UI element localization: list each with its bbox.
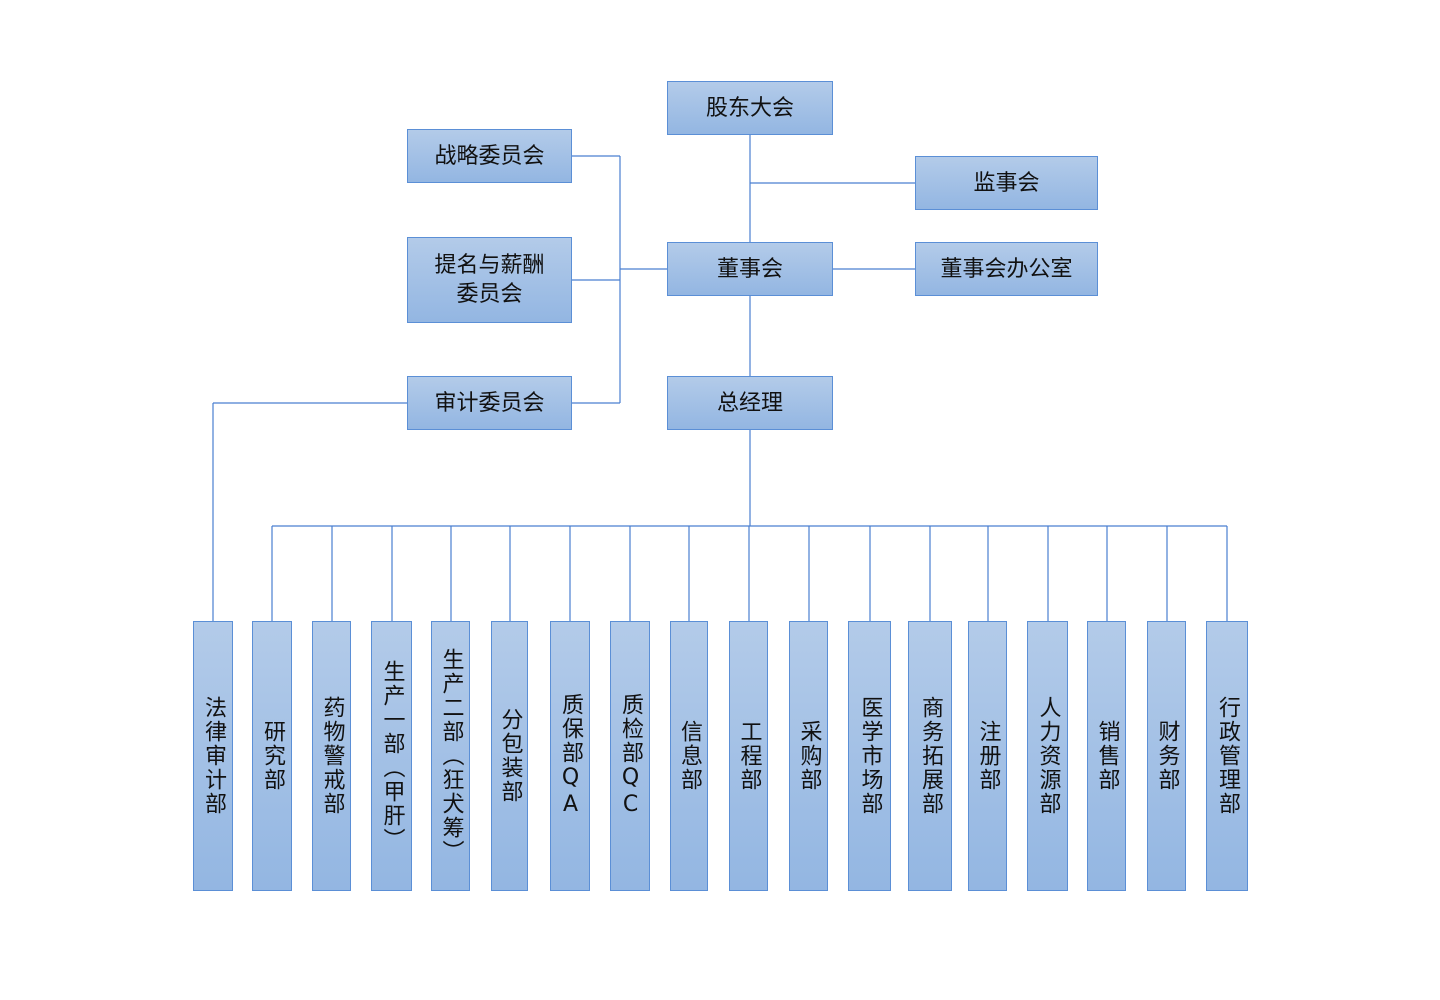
- department-label: 研究部: [260, 720, 285, 792]
- department-label: 信息部: [677, 720, 702, 792]
- nomination-label-2: 委员会: [456, 282, 523, 307]
- department-box: 医学市场部: [848, 621, 891, 891]
- department-label: 生产一部（甲肝）: [379, 660, 405, 852]
- board-box: 董事会: [667, 242, 833, 296]
- department-label: 质检部QC: [618, 693, 643, 819]
- gm-label: 总经理: [716, 390, 783, 416]
- department-box: 生产二部（狂犬筹）: [431, 621, 470, 891]
- department-box: 工程部: [729, 621, 768, 891]
- department-box: 质保部QA: [550, 621, 590, 891]
- department-label: 工程部: [736, 720, 762, 792]
- department-label: 销售部: [1094, 720, 1120, 792]
- department-label: 采购部: [796, 720, 822, 792]
- department-label: 注册部: [975, 720, 1001, 792]
- department-box: 研究部: [252, 621, 292, 891]
- department-box: 注册部: [968, 621, 1007, 891]
- supervisors-box: 监事会: [915, 156, 1098, 210]
- shareholders-box: 股东大会: [667, 81, 833, 135]
- board-office-box: 董事会办公室: [915, 242, 1098, 296]
- department-box: 法律审计部: [193, 621, 233, 891]
- shareholders-label: 股东大会: [705, 95, 794, 121]
- audit-label: 审计委员会: [434, 390, 545, 416]
- department-box: 分包装部: [491, 621, 528, 891]
- department-box: 商务拓展部: [908, 621, 952, 891]
- department-box: 销售部: [1087, 621, 1126, 891]
- department-label: 医学市场部: [857, 696, 883, 816]
- department-label: 药物警戒部: [319, 696, 345, 816]
- department-box: 采购部: [789, 621, 828, 891]
- department-label: 财务部: [1154, 720, 1180, 792]
- department-label: 行政管理部: [1215, 696, 1240, 816]
- department-label: 人力资源部: [1035, 696, 1061, 816]
- gm-box: 总经理: [667, 376, 833, 430]
- department-label: 商务拓展部: [918, 696, 943, 816]
- department-box: 人力资源部: [1027, 621, 1068, 891]
- department-box: 财务部: [1147, 621, 1186, 891]
- department-label: 生产二部（狂犬筹）: [438, 648, 464, 864]
- nomination-committee-box: 提名与薪酬 委员会: [407, 237, 572, 323]
- department-box: 信息部: [670, 621, 708, 891]
- department-box: 药物警戒部: [312, 621, 351, 891]
- supervisors-label: 监事会: [973, 170, 1040, 196]
- board-label: 董事会: [716, 256, 783, 282]
- department-box: 行政管理部: [1206, 621, 1248, 891]
- department-label: 法律审计部: [201, 696, 226, 816]
- board-office-label: 董事会办公室: [940, 256, 1073, 282]
- department-box: 生产一部（甲肝）: [371, 621, 412, 891]
- strategy-label: 战略委员会: [434, 143, 545, 169]
- department-label: 分包装部: [497, 708, 523, 804]
- audit-committee-box: 审计委员会: [407, 376, 572, 430]
- department-box: 质检部QC: [610, 621, 650, 891]
- department-label: 质保部QA: [558, 693, 583, 819]
- nomination-label-1: 提名与薪酬: [434, 253, 545, 278]
- strategy-committee-box: 战略委员会: [407, 129, 572, 183]
